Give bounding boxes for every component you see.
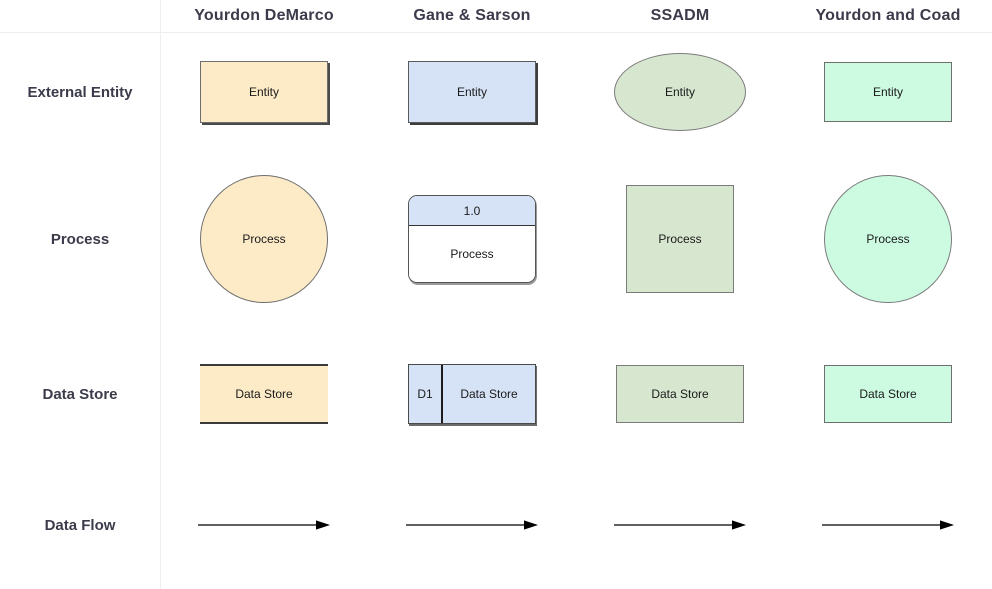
data-store-id-cell: D1	[409, 365, 443, 423]
shape-data-flow-arrow	[406, 515, 538, 535]
column-header-row: Yourdon DeMarco Gane & Sarson SSADM Your…	[0, 0, 992, 32]
process-name-band: Process	[409, 226, 535, 282]
cell-data-flow-yourdon-demarco	[160, 461, 368, 589]
cell-data-store-ssadm: Data Store	[576, 327, 784, 461]
table-row-process: Process Process 1.0 Process P	[0, 151, 992, 327]
matrix-body: External Entity Entity Entity Entity Ent…	[0, 33, 992, 589]
shape-data-store-rectangle: D1 Data Store	[408, 364, 536, 424]
column-header-label: Yourdon DeMarco	[194, 7, 334, 24]
shape-external-entity-rectangle: Entity	[200, 61, 328, 123]
column-header-label: SSADM	[650, 7, 710, 24]
arrow-right-icon	[822, 520, 954, 530]
shape-external-entity-ellipse: Entity	[614, 53, 746, 131]
shape-data-flow-arrow	[198, 515, 330, 535]
process-id-band: 1.0	[409, 196, 535, 226]
cell-data-flow-gane-sarson	[368, 461, 576, 589]
cell-process-gane-sarson: 1.0 Process	[368, 151, 576, 327]
header-divider-line	[0, 32, 992, 33]
shape-data-flow-arrow	[614, 515, 746, 535]
shape-label: Process	[450, 247, 494, 261]
cell-data-flow-ssadm	[576, 461, 784, 589]
cell-external-entity-yourdon-demarco: Entity	[160, 33, 368, 151]
data-store-name-cell: Data Store	[443, 365, 535, 423]
table-row-data-store: Data Store Data Store D1 Data Store	[0, 327, 992, 461]
shape-label: Process	[866, 232, 910, 246]
cell-data-store-gane-sarson: D1 Data Store	[368, 327, 576, 461]
column-header-ssadm: SSADM	[576, 0, 784, 32]
cell-process-yourdon-demarco: Process	[160, 151, 368, 327]
cell-data-store-yourdon-coad: Data Store	[784, 327, 992, 461]
shape-label: Entity	[872, 85, 903, 99]
shape-process-circle: Process	[824, 175, 952, 303]
arrow-right-icon	[198, 520, 330, 530]
shape-label: Entity	[248, 85, 279, 99]
shape-label: Data Store	[651, 387, 709, 401]
column-header-yourdon-demarco: Yourdon DeMarco	[160, 0, 368, 32]
arrow-right-icon	[614, 520, 746, 530]
row-label-data-flow: Data Flow	[44, 516, 116, 534]
column-header-yourdon-coad: Yourdon and Coad	[784, 0, 992, 32]
row-label-process: Process	[50, 230, 110, 248]
row-label-external-entity: External Entity	[27, 83, 133, 101]
shape-process-square: Process	[626, 185, 734, 293]
shape-process-rounded-rectangle: 1.0 Process	[408, 195, 536, 283]
table-row-data-flow: Data Flow	[0, 461, 992, 589]
shape-label: Process	[242, 232, 286, 246]
shape-label: Entity	[664, 85, 695, 99]
shape-external-entity-rectangle: Entity	[824, 62, 952, 122]
shape-process-circle: Process	[200, 175, 328, 303]
data-store-id-label: D1	[417, 387, 433, 401]
shape-label: Data Store	[859, 387, 917, 401]
shape-data-store-rectangle: Data Store	[824, 365, 952, 423]
row-label-divider-line	[160, 0, 161, 589]
cell-external-entity-yourdon-coad: Entity	[784, 33, 992, 151]
process-id-label: 1.0	[463, 203, 481, 218]
shape-label: Data Store	[235, 387, 293, 401]
cell-process-yourdon-coad: Process	[784, 151, 992, 327]
cell-external-entity-gane-sarson: Entity	[368, 33, 576, 151]
table-row-external-entity: External Entity Entity Entity Entity Ent…	[0, 33, 992, 151]
arrow-right-icon	[406, 520, 538, 530]
shape-label: Data Store	[460, 387, 518, 401]
shape-external-entity-rectangle: Entity	[408, 61, 536, 123]
cell-data-flow-yourdon-coad	[784, 461, 992, 589]
shape-label: Process	[658, 232, 702, 246]
cell-data-store-yourdon-demarco: Data Store	[160, 327, 368, 461]
cell-external-entity-ssadm: Entity	[576, 33, 784, 151]
cell-process-ssadm: Process	[576, 151, 784, 327]
header-corner-cell	[0, 0, 160, 32]
column-header-label: Gane & Sarson	[413, 7, 531, 24]
shape-label: Entity	[456, 85, 487, 99]
column-header-label: Yourdon and Coad	[815, 7, 961, 24]
row-label-data-store: Data Store	[42, 385, 118, 403]
column-header-gane-sarson: Gane & Sarson	[368, 0, 576, 32]
shape-data-store-open-rectangle: Data Store	[200, 364, 328, 424]
shape-data-flow-arrow	[822, 515, 954, 535]
shape-data-store-rectangle: Data Store	[616, 365, 744, 423]
